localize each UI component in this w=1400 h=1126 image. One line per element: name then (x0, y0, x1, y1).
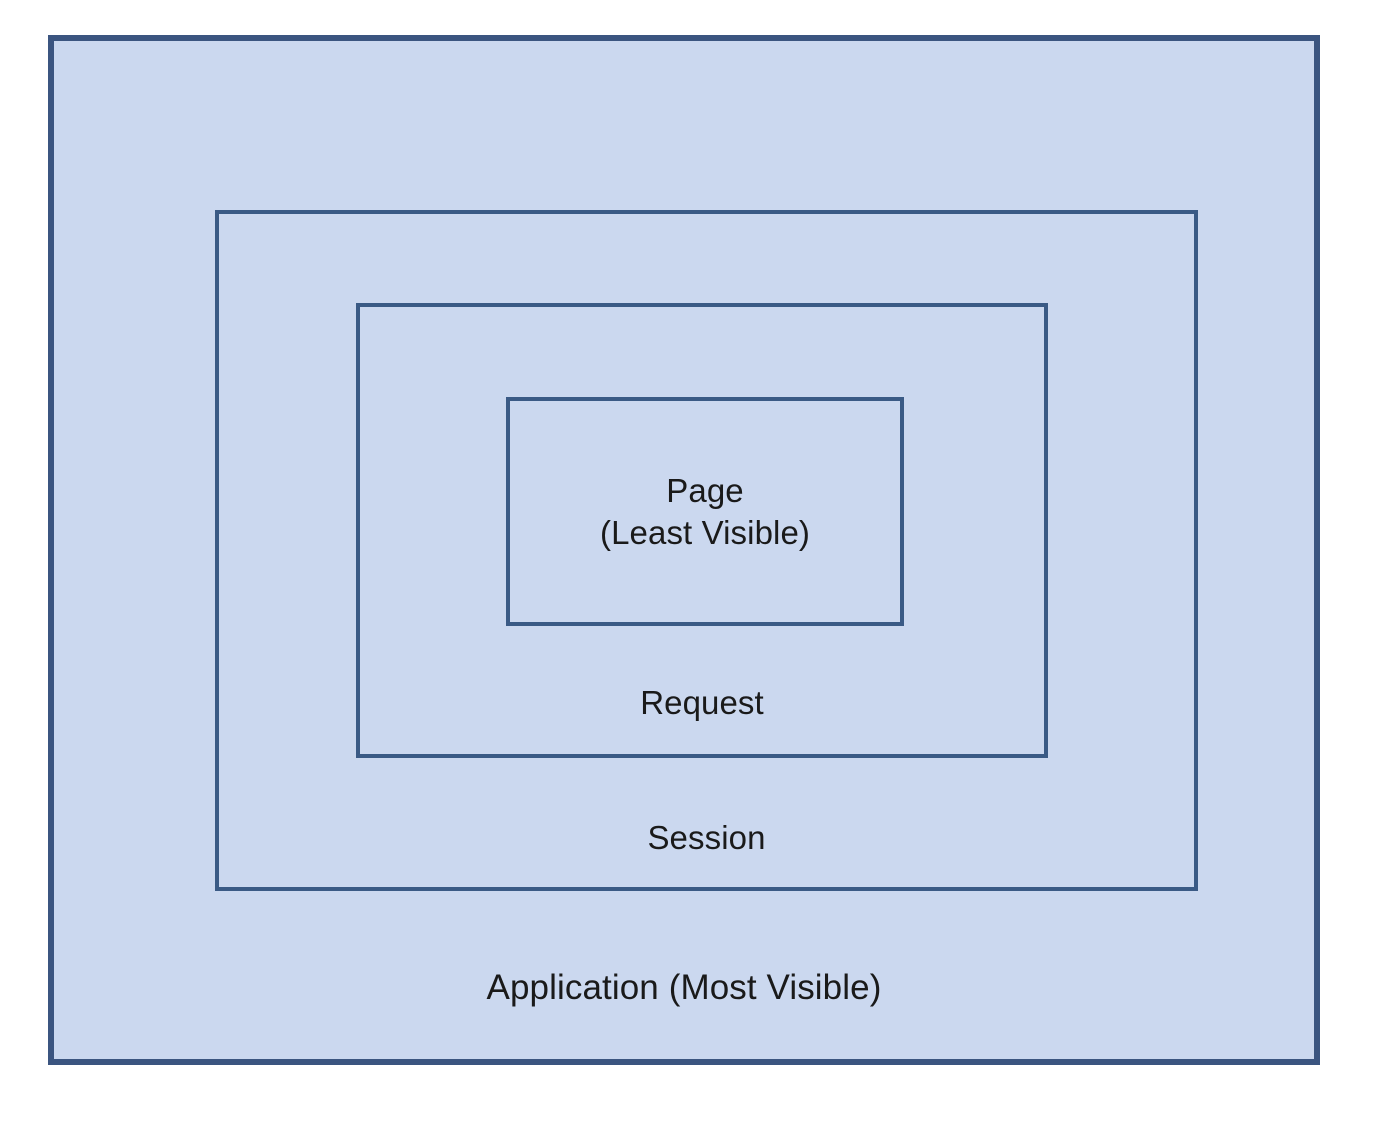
scope-box-session: Page (Least Visible) Request Session (215, 210, 1198, 891)
scope-box-page: Page (Least Visible) (506, 397, 904, 626)
scope-box-application: Page (Least Visible) Request Session App… (48, 35, 1320, 1065)
scope-label-application: Application (Most Visible) (486, 968, 882, 1008)
scope-label-request: Request (640, 683, 764, 721)
scope-box-request: Page (Least Visible) Request (356, 303, 1048, 758)
scope-label-session: Session (647, 818, 766, 856)
scope-label-page: Page (Least Visible) (600, 471, 810, 551)
